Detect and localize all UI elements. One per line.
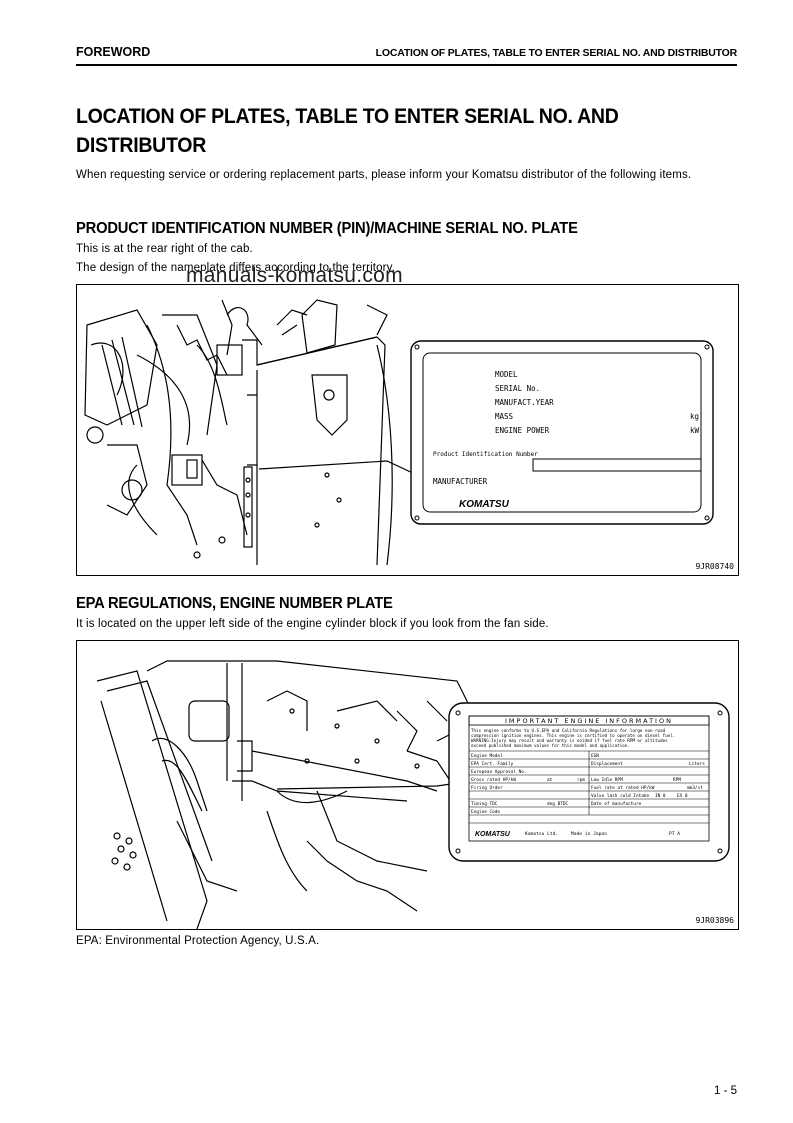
manufacture-date-label: Date of manufacture: [591, 801, 642, 807]
page-number: 1 - 5: [713, 1085, 737, 1097]
section-2-heading: EPA REGULATIONS, ENGINE NUMBER PLATE: [76, 595, 393, 612]
page-title-line-1: LOCATION OF PLATES, TABLE TO ENTER SERIA…: [76, 105, 619, 128]
plate-model-label: MODEL: [495, 370, 518, 379]
plate-manufacturer-label: MANUFACTURER: [433, 477, 488, 486]
watermark: manuals-komatsu.com: [186, 264, 403, 287]
firing-order-label: Firing Order: [471, 785, 503, 791]
plate-mass-label: MASS: [495, 412, 514, 421]
plate-year-label: MANUFACT.YEAR: [495, 398, 554, 407]
header-chapter-title: LOCATION OF PLATES, TABLE TO ENTER SERIA…: [375, 47, 738, 59]
page-title-line-2: DISTRIBUTOR: [76, 134, 207, 157]
figure-engine-plate: IMPORTANT ENGINE INFORMATION This engine…: [76, 640, 739, 930]
section-1-line-2: The design of the nameplate differs acco…: [76, 262, 396, 274]
engine-plate-body-2: compression ignition engines. This engin…: [471, 733, 675, 738]
engine-code-label: Engine Code: [471, 809, 500, 815]
timing-label: Timing-TDC: [471, 801, 498, 807]
engine-plate-body-4: exceed published maximum values for this…: [471, 743, 630, 748]
plate-mass-unit: kg: [690, 412, 699, 421]
displacement-label: Displacement: [591, 761, 623, 767]
komatsu-logo: KOMATSU: [459, 499, 510, 510]
page-header: FOREWORD LOCATION OF PLATES, TABLE TO EN…: [76, 44, 737, 66]
fuel-rate-label: Fuel rate at rated HP/kW: [591, 785, 655, 791]
engine-plate-title: IMPORTANT ENGINE INFORMATION: [505, 717, 673, 725]
engine-plate-body-1: This engine conforms to U.S.EPA and Cali…: [471, 728, 666, 733]
section-1-line-1: This is at the rear right of the cab.: [76, 243, 253, 255]
pin-plate-illustration: MODEL SERIAL No. MANUFACT.YEAR MASS kg E…: [84, 299, 714, 566]
section-1-heading: PRODUCT IDENTIFICATION NUMBER (PIN)/MACH…: [76, 220, 578, 237]
figure-2-code: 9JR03896: [695, 916, 734, 925]
engine-plate-made-in: Made in Japan: [571, 831, 607, 837]
gross-rated-at: at: [547, 777, 553, 783]
esn-label: ESN: [591, 753, 599, 759]
liters-label: Liters: [689, 761, 705, 767]
gross-rated-label: Gross rated HP/kW: [471, 777, 516, 783]
engine-plate-illustration: IMPORTANT ENGINE INFORMATION This engine…: [96, 660, 730, 929]
engine-plate-komatsu-logo: KOMATSU: [475, 831, 511, 838]
engine-plate-body-3: WARNING:Injury may result and warranty i…: [471, 738, 668, 743]
plate-power-label: ENGINE POWER: [495, 426, 550, 435]
section-2-line-1: It is located on the upper left side of …: [76, 618, 549, 630]
footnote-epa: EPA: Environmental Protection Agency, U.…: [76, 935, 320, 947]
figure-pin-plate: MODEL SERIAL No. MANUFACT.YEAR MASS kg E…: [76, 284, 739, 576]
valve-lash-in: IN 0: [655, 793, 666, 799]
plate-pin-label: Product Identification Number: [433, 451, 538, 458]
valve-lash-label: Valve lash cold Intake: [591, 793, 650, 799]
fuel-rate-unit: mm3/st: [687, 785, 703, 791]
epa-family-label: EPA Cert. Family: [471, 761, 514, 767]
engine-plate-maker: Komatsu Ltd.: [525, 831, 558, 837]
plate-power-unit: kW: [690, 426, 700, 435]
header-section-label: FOREWORD: [76, 45, 151, 59]
plate-serial-label: SERIAL No.: [495, 384, 540, 393]
low-idle-rpm: RPM: [673, 777, 681, 783]
page-title: LOCATION OF PLATES, TABLE TO ENTER SERIA…: [76, 102, 671, 160]
low-idle-label: Low Idle RPM: [591, 777, 623, 783]
timing-unit: deg BTDC: [547, 801, 569, 807]
valve-lash-ex: EX 0: [677, 793, 688, 799]
engine-model-label: Engine Model: [471, 753, 503, 759]
figure-1-code: 9JR08740: [695, 562, 734, 571]
european-approval-label: European Approval No.: [471, 769, 527, 775]
engine-plate-pt: PT A: [669, 831, 680, 837]
intro-paragraph: When requesting service or ordering repl…: [76, 169, 692, 181]
gross-rated-rpm: rpm: [577, 778, 585, 783]
